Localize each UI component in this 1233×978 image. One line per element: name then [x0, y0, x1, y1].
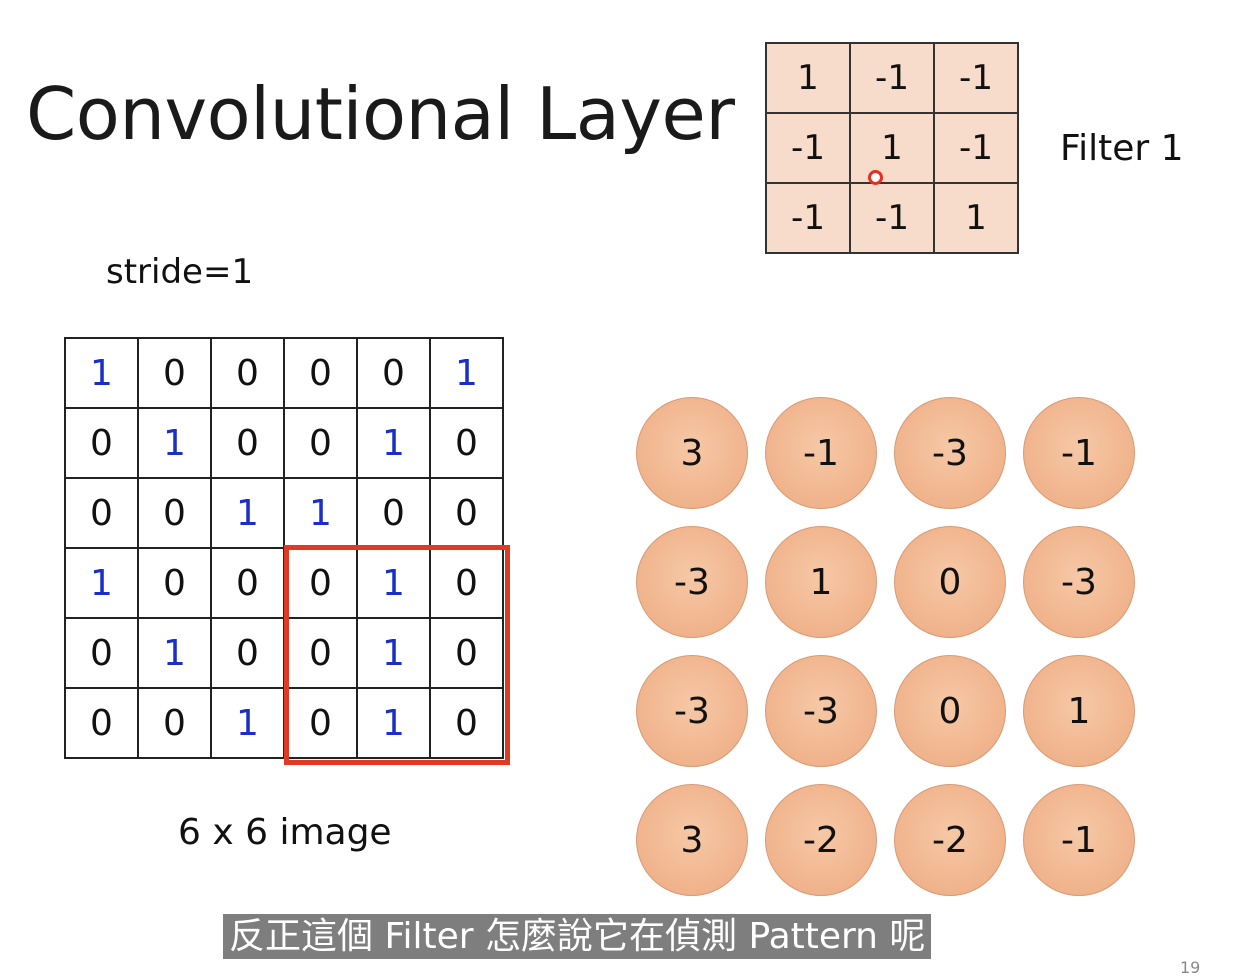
feature-map-cell: -1 [1023, 397, 1135, 509]
image-cell: 1 [283, 477, 358, 549]
image-cell: 0 [283, 407, 358, 479]
filter-cell: -1 [933, 112, 1019, 184]
image-cell: 0 [64, 687, 139, 759]
stride-label: stride=1 [106, 252, 254, 292]
image-cell: 0 [429, 477, 504, 549]
image-cell: 0 [210, 547, 285, 619]
image-cell: 0 [429, 687, 504, 759]
image-cell: 0 [64, 477, 139, 549]
image-cell: 0 [210, 337, 285, 409]
image-cell: 1 [356, 547, 431, 619]
feature-map-cell: -2 [765, 784, 877, 896]
page-number: 19 [1180, 958, 1201, 977]
image-cell: 0 [283, 547, 358, 619]
image-cell: 1 [356, 687, 431, 759]
feature-map-cell: 3 [636, 397, 748, 509]
feature-map-cell: -1 [1023, 784, 1135, 896]
image-cell: 1 [64, 337, 139, 409]
feature-map-cell: -2 [894, 784, 1006, 896]
image-cell: 1 [356, 617, 431, 689]
image-cell: 0 [210, 617, 285, 689]
image-cell: 1 [137, 407, 212, 479]
feature-map-cell: -3 [894, 397, 1006, 509]
filter-cell: 1 [933, 182, 1019, 254]
video-subtitle: 反正這個 Filter 怎麼說它在偵測 Pattern 呢 [223, 914, 932, 960]
filter-row: 1-1-1 [765, 42, 1019, 114]
feature-map-cell: -3 [636, 526, 748, 638]
image-cell: 0 [137, 687, 212, 759]
feature-map-cell: 0 [894, 526, 1006, 638]
feature-map-cell: 1 [765, 526, 877, 638]
feature-map-cell: 0 [894, 655, 1006, 767]
image-cell: 0 [64, 617, 139, 689]
feature-map-cell: 1 [1023, 655, 1135, 767]
image-cell: 0 [356, 337, 431, 409]
filter-cell: -1 [765, 182, 851, 254]
image-cell: 1 [356, 407, 431, 479]
image-cell: 0 [429, 547, 504, 619]
filter-label: Filter 1 [1060, 128, 1184, 169]
image-cell: 0 [429, 617, 504, 689]
image-cell: 0 [137, 547, 212, 619]
filter-cell: -1 [933, 42, 1019, 114]
image-cell: 1 [64, 547, 139, 619]
filter-cell: -1 [849, 42, 935, 114]
feature-map-cell: -3 [636, 655, 748, 767]
filter-cell: -1 [765, 112, 851, 184]
filter-cell: 1 [765, 42, 851, 114]
image-cell: 0 [429, 407, 504, 479]
image-cell: 0 [137, 477, 212, 549]
feature-map-cell: 3 [636, 784, 748, 896]
image-cell: 0 [356, 477, 431, 549]
image-cell: 0 [283, 337, 358, 409]
image-label: 6 x 6 image [178, 812, 392, 853]
filter-cell: -1 [849, 182, 935, 254]
feature-map-cell: -1 [765, 397, 877, 509]
feature-map-cell: -3 [765, 655, 877, 767]
image-cell: 1 [137, 617, 212, 689]
slide-title: Convolutional Layer [26, 72, 735, 156]
receptive-field-highlight [284, 545, 510, 765]
feature-map-cell: -3 [1023, 526, 1135, 638]
image-cell: 1 [429, 337, 504, 409]
image-cell: 0 [210, 407, 285, 479]
image-cell: 0 [137, 337, 212, 409]
filter-cell: 1 [849, 112, 935, 184]
image-cell: 1 [210, 687, 285, 759]
cursor-pointer-icon [868, 170, 883, 185]
image-cell: 0 [283, 687, 358, 759]
image-cell: 1 [210, 477, 285, 549]
image-cell: 0 [64, 407, 139, 479]
